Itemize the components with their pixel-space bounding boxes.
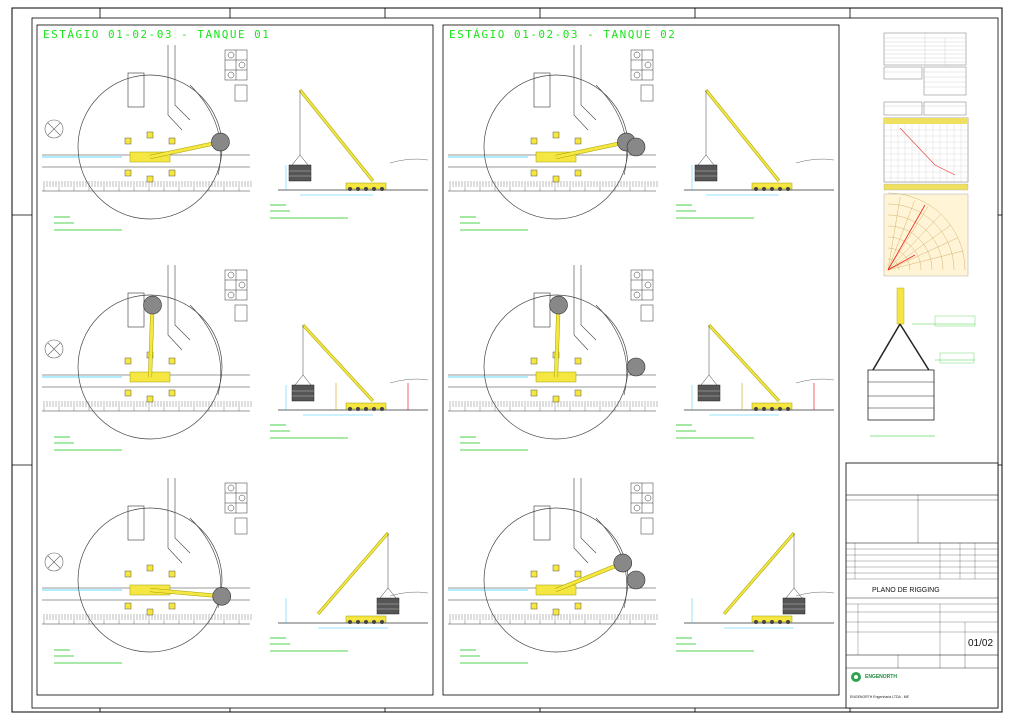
side-boom: [302, 324, 374, 402]
structure-grid: [224, 49, 248, 102]
outrigger-pad: [168, 357, 176, 365]
outrigger-pad: [574, 169, 582, 177]
load-tank: [143, 295, 162, 315]
structure-grid: [224, 482, 248, 535]
panel-right: [442, 24, 840, 696]
title-block: [845, 462, 999, 709]
outrigger-pad: [124, 602, 132, 610]
lift-stage: [448, 478, 835, 664]
load-tank: [626, 570, 646, 590]
ruler-ticks: [449, 401, 658, 411]
outrigger-pad: [124, 357, 132, 365]
panel-left-title: ESTÁGIO 01-02-03 - TANQUE 01: [43, 28, 270, 41]
rigging-detail: [867, 287, 976, 437]
structure-grid: [224, 269, 248, 322]
side-boom: [299, 89, 374, 182]
load-tank: [626, 137, 646, 157]
panel-left: [36, 24, 434, 696]
structure-grid: [630, 49, 654, 102]
outrigger-pad: [530, 389, 538, 397]
crane-boom: [554, 304, 561, 378]
outrigger-pad: [552, 131, 560, 139]
panel-right-title: ESTÁGIO 01-02-03 - TANQUE 02: [449, 28, 676, 41]
outrigger-pad: [530, 602, 538, 610]
outrigger-pad: [146, 395, 154, 403]
outrigger-pad: [552, 395, 560, 403]
crane-boom: [555, 140, 627, 159]
lift-stage: [42, 45, 429, 231]
zone-ticks: [12, 8, 1002, 712]
outrigger-pad: [124, 389, 132, 397]
ruler-ticks: [43, 181, 252, 191]
ruler-ticks: [449, 614, 658, 624]
side-boom: [708, 324, 780, 402]
outrigger-pad: [168, 137, 176, 145]
outrigger-pad: [574, 389, 582, 397]
outrigger-pad: [552, 175, 560, 183]
outrigger-pad: [146, 131, 154, 139]
load-tank: [613, 553, 633, 573]
structure-grid: [630, 482, 654, 535]
outrigger-pad: [124, 169, 132, 177]
ruler-ticks: [43, 614, 252, 624]
outrigger-pad: [574, 137, 582, 145]
side-boom: [723, 532, 795, 615]
outrigger-pad: [146, 608, 154, 616]
outer-frame: [11, 7, 1003, 713]
lift-stage: [448, 265, 835, 451]
ruler-ticks: [449, 181, 658, 191]
outrigger-pad: [168, 602, 176, 610]
crane-boom: [555, 561, 624, 592]
side-load: [376, 597, 400, 615]
load-tank: [626, 357, 646, 377]
outrigger-pad: [530, 357, 538, 365]
company-subname: ENGENORTH Engenharia LTDA - ME: [850, 695, 910, 699]
company-name: ENGENORTH: [865, 674, 897, 680]
side-boom: [317, 532, 389, 615]
side-load: [782, 597, 806, 615]
ruler-ticks: [43, 401, 252, 411]
sheet-number: 01/02: [968, 638, 993, 649]
load-chart-table: [883, 117, 969, 183]
inner-frame: [31, 17, 999, 709]
structure-grid: [630, 269, 654, 322]
outrigger-pad: [168, 570, 176, 578]
side-load: [291, 384, 315, 402]
outrigger-pad: [146, 564, 154, 572]
outrigger-pad: [124, 137, 132, 145]
lift-stage: [448, 45, 835, 231]
lift-stage: [42, 265, 429, 451]
load-tank: [549, 295, 568, 315]
outrigger-pad: [530, 169, 538, 177]
side-load: [288, 164, 312, 182]
outrigger-pad: [574, 602, 582, 610]
side-load: [697, 384, 721, 402]
outrigger-pad: [168, 169, 176, 177]
drawing-title: PLANO DE RIGGING: [872, 587, 940, 594]
lift-stage: [42, 478, 429, 664]
side-load: [694, 164, 718, 182]
outrigger-pad: [574, 357, 582, 365]
outrigger-pad: [168, 389, 176, 397]
outrigger-pad: [530, 570, 538, 578]
load-tank: [211, 132, 230, 152]
crane-boom: [149, 140, 221, 159]
outrigger-pad: [552, 564, 560, 572]
crane-boom: [148, 304, 155, 378]
outrigger-pad: [552, 608, 560, 616]
outrigger-pad: [146, 175, 154, 183]
crane-boom: [149, 588, 222, 598]
outrigger-pad: [574, 570, 582, 578]
side-boom: [705, 89, 780, 182]
outrigger-pad: [530, 137, 538, 145]
swing-radius-circle: [77, 294, 223, 440]
load-tank: [212, 586, 232, 606]
swing-radius-circle: [77, 507, 223, 653]
range-chart: [883, 183, 969, 277]
capacity-tables: [883, 32, 967, 116]
outrigger-pad: [124, 570, 132, 578]
